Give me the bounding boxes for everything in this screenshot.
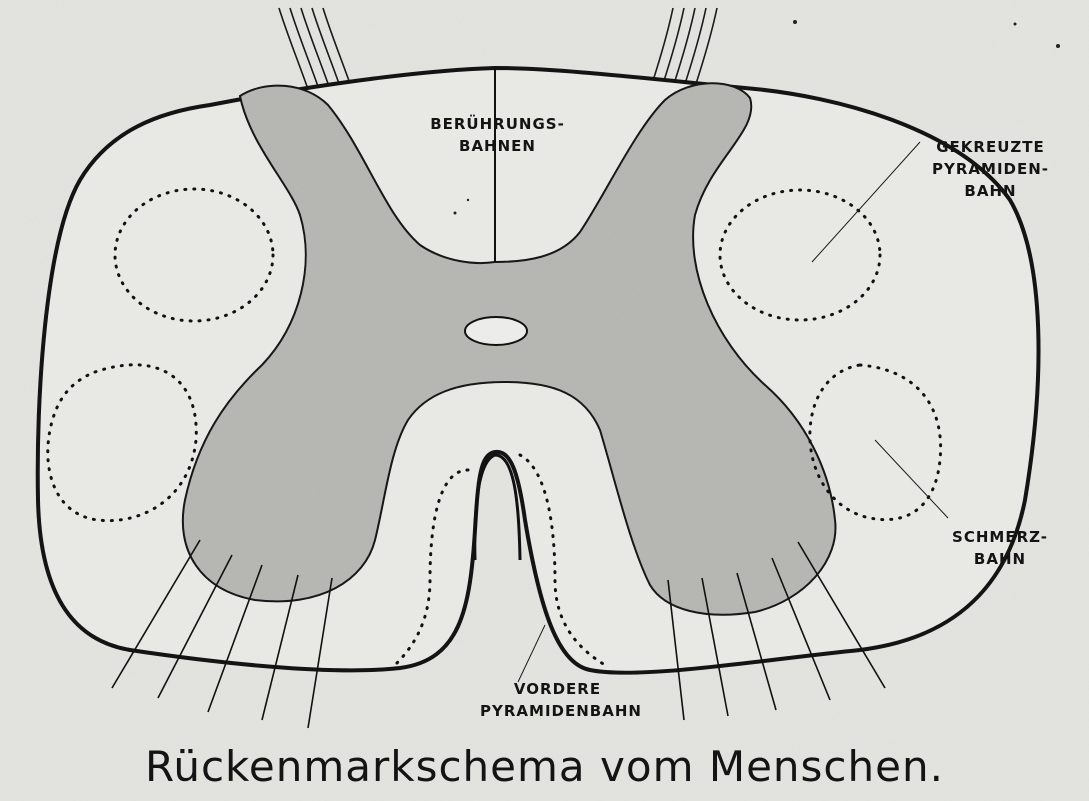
label-line: SCHMERZ- [930,526,1070,548]
label-line: GEKREUZTE [918,136,1063,158]
label-line: PYRAMIDENBAHN [480,700,635,722]
label-line: PYRAMIDEN- [918,158,1063,180]
label-beruehrungsbahnen: BERÜHRUNGS- BAHNEN [400,113,595,157]
label-schmerzbahn: SCHMERZ- BAHN [930,526,1070,570]
label-line: BAHN [930,548,1070,570]
figure-caption: Rückenmarkschema vom Menschen. [0,742,1089,791]
label-line: BERÜHRUNGS- [400,113,595,135]
label-line: BAHN [918,180,1063,202]
label-line: BAHNEN [400,135,595,157]
central-canal [465,317,527,345]
label-gekreuzte-pyramidenbahn: GEKREUZTE PYRAMIDEN- BAHN [918,136,1063,202]
label-line: VORDERE [480,678,635,700]
label-vordere-pyramidenbahn: VORDERE PYRAMIDENBAHN [480,678,635,722]
